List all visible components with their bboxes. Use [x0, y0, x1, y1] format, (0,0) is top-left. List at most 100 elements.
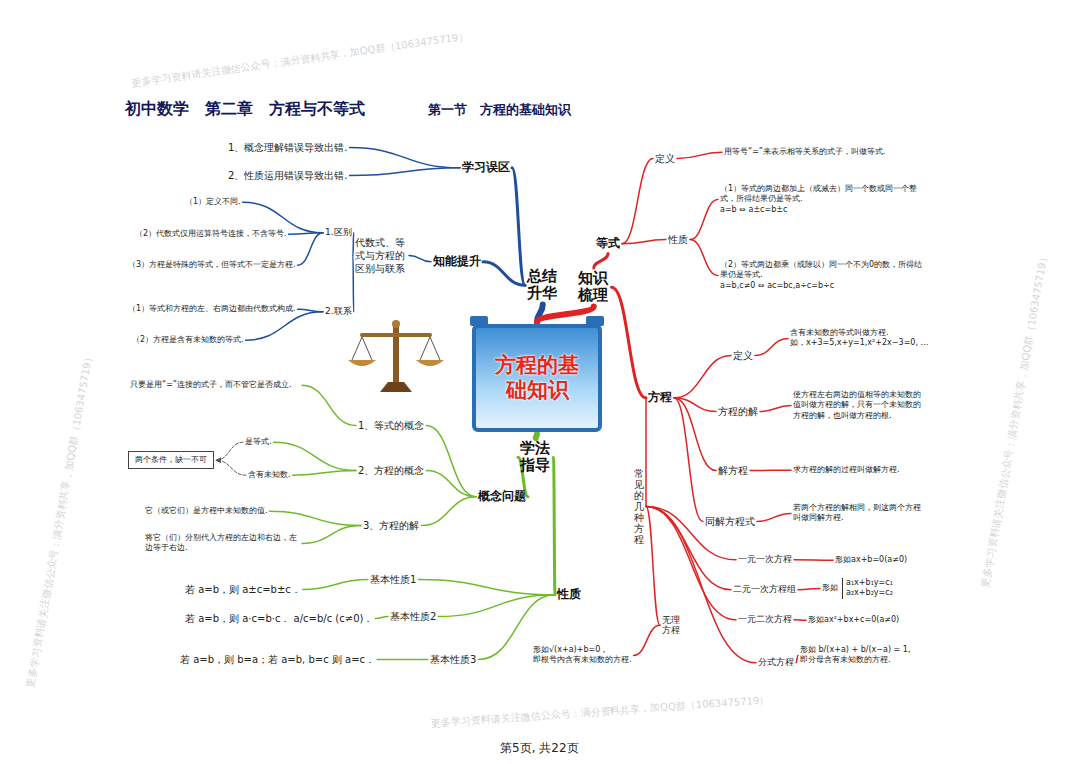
title: 初中数学 第二章 方程与不等式	[125, 99, 365, 120]
leaf-text: 性质	[668, 233, 688, 246]
node-text: 形如 b/(x+a) + b/(x−a) = 1,	[800, 645, 910, 655]
node-text: 3、方程的解	[363, 519, 419, 532]
node-text: （3）方程是特殊的等式，但等式不一定是方程.	[128, 260, 296, 270]
leaf-text: 用等号“=”来表示相等关系的式子，叫做等式.	[724, 147, 886, 157]
leaf-text: 只要是用“=”连接的式子，而不管它是否成立.	[130, 380, 300, 390]
branch-connector	[755, 338, 788, 355]
node-text: 两个条件，缺一不可	[135, 455, 207, 465]
node-text: 若两个方程的解相同，则这两个方程叫做同解方程.	[793, 503, 923, 524]
branch-connector	[622, 159, 653, 244]
leaf-text: （1）等式和方程的左、右两边都由代数式构成.	[128, 304, 296, 314]
node-text: 方程的基础知识	[493, 353, 581, 403]
branch-connector	[760, 406, 791, 412]
branch-connector	[274, 442, 356, 470]
node-text: 分式方程	[758, 657, 794, 669]
branch-connector	[612, 287, 647, 398]
branch-connector	[537, 307, 594, 323]
node-text: 1、概念理解错误导致出错.	[228, 141, 348, 154]
branch-connector	[622, 240, 666, 244]
node-text: 定义	[655, 152, 675, 165]
branch-connector	[289, 233, 323, 234]
branch-connector	[750, 469, 791, 471]
branch-label: 学法指导	[520, 440, 552, 475]
branch-connector	[375, 617, 388, 619]
node-text: 学法指导	[520, 440, 552, 475]
node-text: 无理方程	[662, 615, 681, 636]
leaf-text: 2.联系	[325, 306, 352, 318]
node-text: 求方程的解的过程叫做解方程.	[793, 465, 900, 475]
leaf-text: 形如ax²+bx+c=0(a≠0)	[808, 615, 899, 625]
leaf-text: 代数式、等式与方程的区别与联系	[355, 236, 407, 275]
leaf-text: 求方程的解的过程叫做解方程.	[793, 465, 900, 475]
branch-connector	[554, 457, 556, 595]
node-text: a=b ⇔ a±c=b±c	[720, 205, 930, 215]
leaf-text: 常见的几种方程	[634, 468, 644, 545]
node-text: 2、方程的概念	[358, 464, 424, 477]
node-text: 只要是用“=”连接的式子，而不管它是否成立.	[130, 380, 300, 390]
branch-connector	[594, 254, 608, 268]
node-text: 若 a=b，则 a·c=b·c． a/c=b/c (c≠0)．	[185, 612, 373, 625]
leaf-text: 分式方程	[758, 657, 794, 669]
leaf-text: 形如 b/(x+a) + b/(x−a) = 1,即分母含有未知数的方程.	[800, 645, 910, 666]
branch-label: 等式	[596, 236, 620, 252]
branch-connector	[243, 202, 323, 233]
balance-scale	[348, 320, 444, 392]
node-text: 将它（们）分别代入方程的左边和右边，左边等于右边.	[145, 533, 300, 554]
branch-label: 方程	[648, 390, 672, 406]
branch-connector	[438, 595, 555, 617]
node-text: （2）方程是含有未知数的等式.	[132, 335, 244, 345]
branch-connector	[634, 625, 660, 655]
node-text: 若 a=b，则 b=a；若 a=b, b=c 则 a=c．	[180, 653, 375, 666]
branch-connector	[421, 497, 476, 526]
node-text: 性质	[668, 233, 688, 246]
node-text: 2、性质运用错误导致出错.	[228, 169, 348, 182]
branch-connector	[536, 434, 537, 438]
node-text: （1）等式的两边都加上（或减去）同一个数或同一个整式，所得结果仍是等式.	[720, 184, 930, 205]
leaf-text: 若两个方程的解相同，则这两个方程叫做同解方程.	[793, 503, 923, 524]
leaf-text: 基本性质3	[430, 653, 476, 666]
node-text: 基本性质2	[390, 610, 436, 623]
leaf-text: 无理方程	[662, 615, 681, 636]
leaf-text: 形如√(x+a)+b=0，即根号内含有未知数的方程.	[533, 645, 632, 666]
leaf-text: 方程的解	[718, 405, 758, 418]
node-text: 等式	[596, 236, 620, 252]
node-text: 代数式、等式与方程的区别与联系	[355, 236, 407, 275]
branch-connector	[796, 655, 798, 662]
branch-connector	[298, 233, 323, 265]
branch-connector	[418, 580, 555, 595]
leaf-text: 2、性质运用错误导致出错.	[228, 169, 348, 182]
leaf-text: 形如ax+b=0(a≠0)	[835, 555, 907, 565]
leaf-text: 若 a=b，则 a±c=b±c．	[185, 583, 301, 596]
branch-connector	[270, 511, 361, 525]
branch-connector	[350, 168, 460, 176]
branch-connector	[798, 588, 820, 589]
node-text: （2）等式两边都乘（或除以）同一个不为0的数，所得结果仍是等式.	[720, 260, 930, 281]
node-text: 概念问题	[478, 489, 526, 505]
node-text: 学习误区	[462, 160, 510, 176]
leaf-text: 1、概念理解错误导致出错.	[228, 141, 348, 154]
node-text: （1）等式和方程的左、右两边都由代数式构成.	[128, 304, 296, 314]
branch-connector	[352, 256, 354, 312]
node-text: 如，x+3=5,x+y=1,x²+2x−3=0, …	[790, 338, 940, 348]
leaf-text: 它（或它们）是方程中未知数的值.	[145, 506, 268, 516]
node-text: 常见的几种方程	[634, 468, 644, 545]
branch-label: 学习误区	[462, 160, 510, 176]
branch-connector	[677, 152, 722, 158]
leaf-text: 基本性质2	[390, 610, 436, 623]
node-text: a=b,c≠0 ⇔ ac=bc,a÷c=b÷c	[720, 281, 930, 291]
leaf-text: 是等式.	[245, 437, 272, 447]
leaf-text: 若 a=b，则 b=a；若 a=b, b=c 则 a=c．	[180, 653, 375, 666]
leaf-text: 定义	[733, 349, 753, 362]
branch-label: 知能提升	[433, 254, 481, 270]
node-text: 若 a=b，则 a±c=b±c．	[185, 583, 301, 596]
leaf-text: （2）等式两边都乘（或除以）同一个不为0的数，所得结果仍是等式.a=b,c≠0 …	[720, 260, 930, 291]
branch-connector	[302, 526, 361, 544]
branch-connector	[690, 240, 718, 276]
node-text: 解方程	[718, 464, 748, 477]
central-topic: 方程的基础知识	[472, 324, 602, 432]
node-text: 形如	[822, 583, 838, 593]
branch-label: 性质	[557, 587, 581, 603]
leaf-text: 若 a=b，则 a·c=b·c． a/c=b/c (c≠0)．	[185, 612, 373, 625]
branch-connector	[512, 168, 525, 285]
node-text: （1）定义不同.	[185, 197, 241, 207]
